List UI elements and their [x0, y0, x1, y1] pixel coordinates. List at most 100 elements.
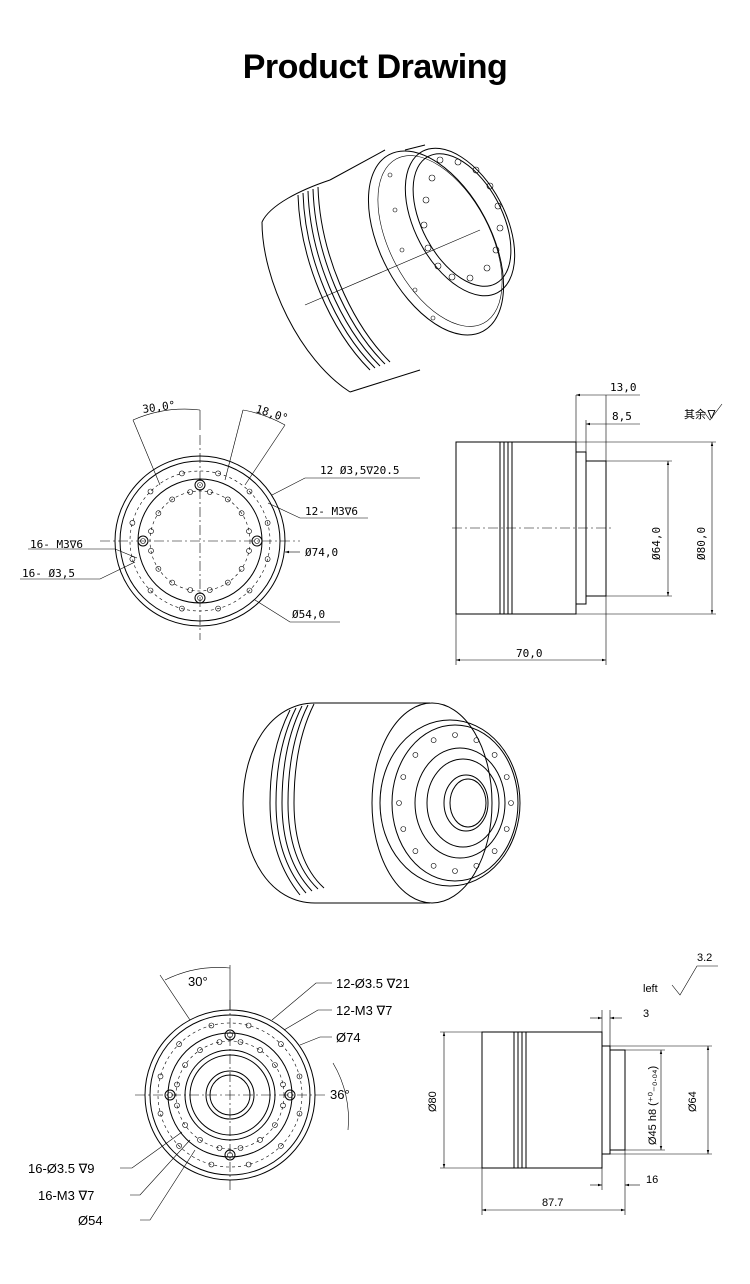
hole	[207, 587, 213, 593]
hole	[412, 848, 419, 854]
hole	[155, 565, 162, 572]
side-view-bottom	[440, 965, 718, 1215]
dim-87-7-label: 87.7	[542, 1197, 563, 1209]
hole	[176, 1041, 182, 1047]
hole	[238, 510, 245, 517]
hole	[491, 848, 498, 854]
hole	[491, 752, 498, 758]
holes-outer-note: 12 Ø3,5∇20.5	[320, 464, 399, 477]
perspective-view-middle	[242, 702, 521, 904]
hole	[129, 520, 136, 526]
hole	[257, 1137, 263, 1143]
hole	[430, 737, 437, 744]
hole	[157, 1073, 164, 1080]
hole	[169, 496, 175, 503]
flange-holes	[387, 156, 504, 321]
dia-74-label: Ø74,0	[305, 546, 338, 559]
hole	[400, 826, 407, 832]
angle-18-label: 18,0°	[254, 402, 290, 425]
isometric-view-top	[261, 144, 516, 393]
hole	[246, 547, 252, 554]
hole	[452, 868, 458, 874]
roughness-label: left	[643, 983, 658, 995]
hole	[225, 579, 231, 586]
hole	[280, 1081, 286, 1088]
outer-hole-pattern-bottom	[157, 1022, 303, 1168]
front-view-top	[20, 408, 420, 640]
hole	[215, 470, 221, 477]
thread-inner-note: 16- M3∇6	[30, 538, 83, 551]
thread-outer-note-bottom: 12-M3 ∇7	[336, 1003, 392, 1018]
dim-70-label: 70,0	[516, 647, 543, 660]
hole	[246, 528, 252, 535]
dia-54-label-bottom: Ø54	[78, 1213, 103, 1228]
hole	[182, 1062, 188, 1068]
dim-13-label: 13,0	[610, 381, 637, 394]
hole	[257, 1047, 263, 1053]
hole	[179, 470, 185, 477]
hole	[245, 1022, 252, 1029]
hole	[237, 1145, 244, 1151]
hole	[216, 1039, 223, 1045]
dim-80-label-bottom: Ø80	[427, 1091, 439, 1112]
hole	[148, 547, 154, 554]
hole	[187, 489, 193, 495]
hole	[237, 1039, 244, 1045]
inner-hole-pattern	[148, 489, 252, 593]
dia-54-label: Ø54,0	[292, 608, 325, 621]
hole	[174, 1081, 180, 1088]
hole	[208, 1161, 215, 1168]
hole	[157, 1110, 164, 1117]
hole	[296, 1073, 303, 1080]
hole	[207, 489, 213, 495]
hole	[182, 1122, 188, 1128]
hole	[272, 1122, 278, 1128]
roughness-value: 3.2	[697, 952, 712, 964]
dim-80-label: Ø80,0	[695, 527, 708, 560]
dim-16-label: 16	[646, 1174, 658, 1186]
angle-30-label-bottom: 30°	[188, 974, 208, 989]
thread-outer-note: 12- M3∇6	[305, 505, 358, 518]
hole	[238, 565, 245, 572]
page-title: Product Drawing	[242, 48, 508, 86]
hole	[129, 556, 136, 562]
thread-inner-note-bottom: 16-M3 ∇7	[38, 1188, 94, 1203]
hole	[430, 862, 437, 869]
side-view-top	[452, 393, 723, 665]
dim-8-5-label: 8,5	[612, 410, 632, 423]
hole	[296, 1110, 303, 1117]
front-view-bottom	[120, 965, 349, 1221]
hole	[264, 520, 271, 526]
hole	[225, 496, 231, 503]
hole	[155, 510, 162, 517]
hole	[216, 1145, 223, 1151]
holes-inner-note: 16- Ø3,5	[22, 567, 75, 580]
inner-hole-pattern-bottom	[174, 1039, 286, 1151]
outer-hole-pattern	[129, 470, 271, 612]
hole	[503, 826, 510, 832]
hole	[148, 528, 154, 535]
hole	[215, 605, 221, 612]
hole	[179, 605, 185, 612]
hole	[169, 579, 175, 586]
perspective-holes	[396, 732, 514, 874]
dim-64-label: Ø64,0	[650, 527, 663, 560]
dia-74-label-bottom: Ø74	[336, 1030, 361, 1045]
hole	[208, 1022, 215, 1029]
hole	[272, 1062, 278, 1068]
holes-inner-note-bottom: 16-Ø3.5 ∇9	[28, 1161, 95, 1176]
holes-outer-note-bottom: 12-Ø3.5 ∇21	[336, 976, 410, 991]
hole	[473, 737, 480, 744]
hole	[278, 1041, 284, 1047]
hole	[503, 774, 510, 780]
dim-3-label: 3	[643, 1008, 649, 1020]
hole	[396, 800, 402, 806]
hole	[187, 587, 193, 593]
hole	[508, 800, 514, 806]
hole	[278, 1143, 284, 1149]
hole	[147, 587, 154, 594]
hole	[197, 1137, 203, 1143]
hole	[473, 862, 480, 869]
hole	[174, 1102, 180, 1109]
